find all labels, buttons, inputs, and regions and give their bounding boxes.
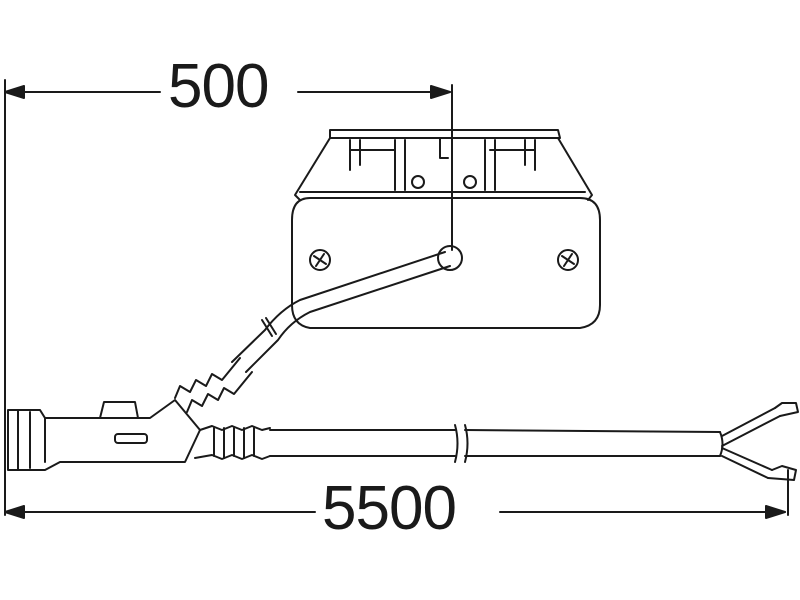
bottom-dimension-line (4, 469, 789, 519)
long-cable (194, 424, 724, 463)
top-dimension-label: 500 (162, 56, 275, 118)
screw-right (557, 249, 579, 271)
wire-ends (721, 402, 799, 481)
cable-grommet (437, 245, 463, 271)
connector-plug (7, 399, 201, 471)
top-dimension-line (4, 84, 453, 251)
screw-left (309, 249, 331, 271)
bracket-hole-left (411, 175, 425, 189)
lamp-housing (291, 129, 601, 329)
bottom-dimension-label: 5500 (316, 478, 462, 540)
bracket-hole-right (463, 175, 477, 189)
lamp-cable (174, 251, 451, 413)
